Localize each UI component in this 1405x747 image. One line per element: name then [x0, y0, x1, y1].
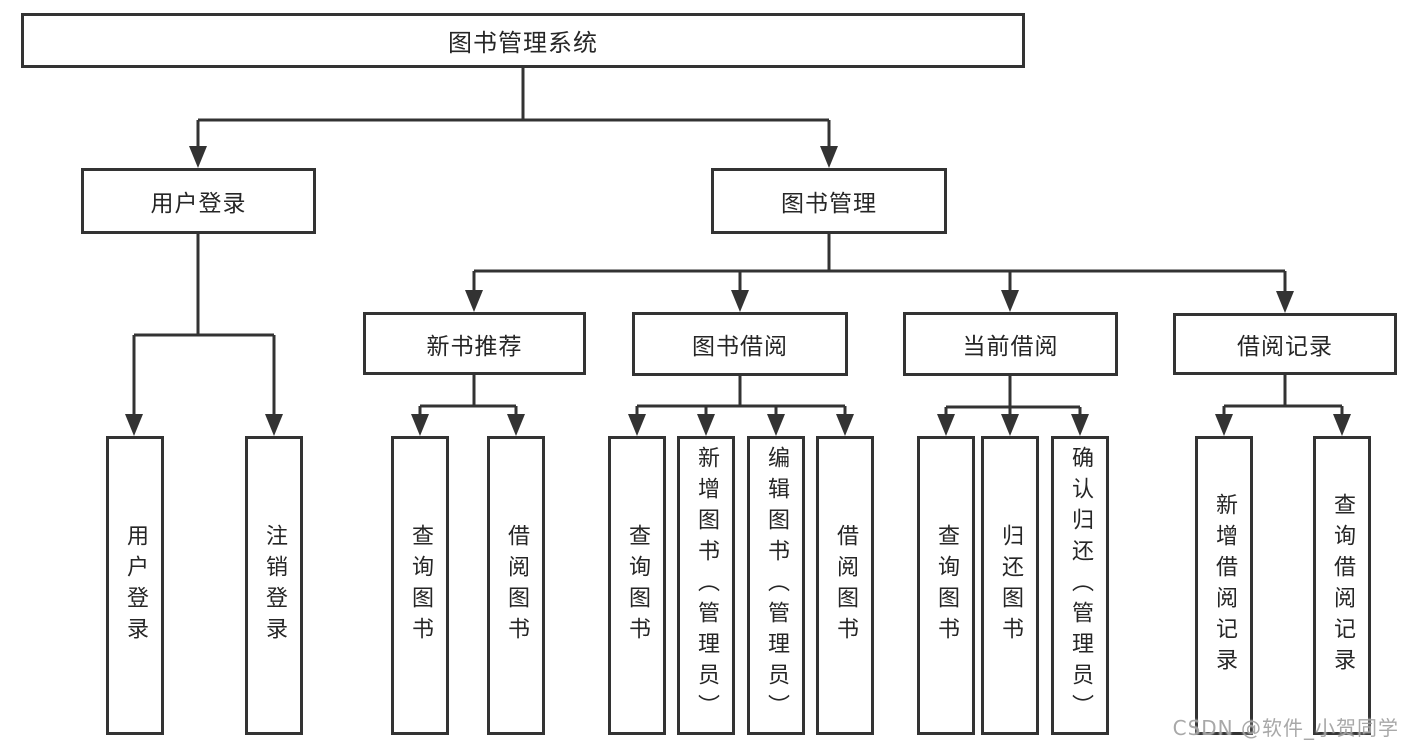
connector-current-borrow-branch [944, 376, 1082, 420]
node-book-management: 图书管理 [711, 168, 947, 234]
connector-book-mgmt-branch [472, 234, 1287, 296]
node-current-borrowing: 当前借阅 [903, 312, 1118, 376]
leaf-query-books-current: 查询图书 [917, 436, 975, 735]
node-new-book-recommend-label: 新书推荐 [426, 333, 523, 360]
node-book-borrowing-label: 图书借阅 [692, 334, 788, 360]
node-root-label: 图书管理系统 [448, 29, 598, 57]
leaf-user-login: 用户登录 [106, 436, 164, 735]
leaf-borrow-books-recommend: 借阅图书 [487, 436, 545, 735]
node-borrowing-records: 借阅记录 [1173, 313, 1397, 375]
leaf-logout: 注销登录 [245, 436, 303, 735]
leaf-query-books-recommend: 查询图书 [391, 436, 449, 735]
node-borrowing-records-label: 借阅记录 [1237, 334, 1333, 360]
csdn-watermark: CSDN @软件_小贺同学 [1172, 716, 1399, 740]
arrowheads-book-mgmt-branch [465, 290, 1294, 313]
arrowheads-user-login-branch [125, 414, 283, 436]
node-new-book-recommend: 新书推荐 [363, 312, 586, 375]
node-book-borrowing: 图书借阅 [632, 312, 848, 376]
leaf-add-books-admin: 新增图书（管理员） [677, 436, 735, 735]
leaf-query-borrow-record: 查询借阅记录 [1313, 436, 1371, 735]
node-current-borrowing-label: 当前借阅 [962, 334, 1059, 360]
connector-borrow-records-branch [1222, 375, 1344, 420]
arrowheads-book-borrow-branch [628, 414, 854, 436]
node-root-library-system: 图书管理系统 [21, 13, 1025, 68]
leaf-confirm-return-admin: 确认归还（管理员） [1051, 436, 1109, 735]
leaf-return-books: 归还图书 [981, 436, 1039, 735]
leaf-borrow-books: 借阅图书 [816, 436, 874, 735]
connector-new-books-branch [418, 375, 518, 420]
node-book-management-label: 图书管理 [781, 191, 877, 217]
connector-book-borrow-branch [635, 376, 847, 420]
leaf-query-books-borrow: 查询图书 [608, 436, 666, 735]
arrowheads-new-books-branch [411, 414, 525, 436]
connector-user-login-branch [132, 234, 276, 420]
arrowheads-current-borrow-branch [937, 414, 1089, 436]
leaf-add-borrow-record: 新增借阅记录 [1195, 436, 1253, 735]
node-user-login: 用户登录 [81, 168, 316, 234]
arrowheads-level2 [189, 146, 838, 168]
arrowheads-borrow-records-branch [1215, 414, 1351, 436]
connector-root-to-level2 [196, 68, 831, 150]
node-user-login-label: 用户登录 [150, 191, 247, 217]
leaf-edit-books-admin: 编辑图书（管理员） [747, 436, 805, 735]
